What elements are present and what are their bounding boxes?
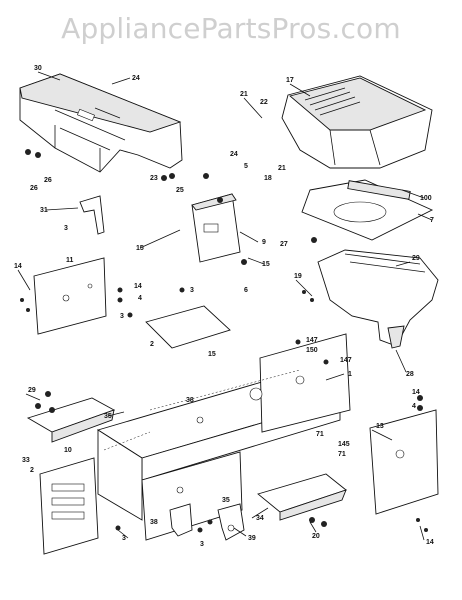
callout-27: 27 <box>280 241 288 248</box>
callout-7: 7 <box>430 217 434 224</box>
callout-21b: 21 <box>278 165 286 172</box>
hood-panel[interactable] <box>19 73 183 173</box>
callout-71: 71 <box>316 431 324 438</box>
callout-15: 15 <box>136 245 144 252</box>
callout-24: 24 <box>132 75 140 82</box>
callout-22: 22 <box>260 99 268 106</box>
callout-9: 9 <box>262 239 266 246</box>
callout-26: 26 <box>44 177 52 184</box>
callout-38b: 38 <box>150 519 158 526</box>
callout-1: 1 <box>348 371 352 378</box>
rear-plate-left[interactable] <box>39 457 99 555</box>
callout-14d: 14 <box>426 539 434 546</box>
callout-147b: 147 <box>340 357 352 364</box>
callout-4b: 4 <box>412 403 416 410</box>
callout-labels: 30 24 17 21 22 100 5 23 25 26 26 24 18 2… <box>14 65 434 548</box>
callout-14: 14 <box>14 263 22 270</box>
callout-71b: 71 <box>338 451 346 458</box>
callout-6: 6 <box>244 287 248 294</box>
callout-21: 21 <box>240 91 248 98</box>
plate-7[interactable] <box>301 179 434 241</box>
grill[interactable] <box>317 249 439 349</box>
callout-31: 31 <box>40 207 48 214</box>
main-frame[interactable] <box>96 333 351 541</box>
callout-4: 4 <box>138 295 142 302</box>
callout-100: 100 <box>420 195 432 202</box>
plate-2[interactable] <box>145 305 231 349</box>
callout-33: 33 <box>22 457 30 464</box>
callout-2b: 2 <box>30 467 34 474</box>
callout-13: 13 <box>376 423 384 430</box>
callout-19: 19 <box>294 273 302 280</box>
footrest-left[interactable] <box>26 397 116 443</box>
callout-39: 39 <box>248 535 256 542</box>
callout-2: 2 <box>150 341 154 348</box>
callout-3c: 3 <box>120 313 124 320</box>
callout-17: 17 <box>286 77 294 84</box>
callout-29: 29 <box>412 255 420 262</box>
callout-14b: 14 <box>134 283 142 290</box>
callout-34: 34 <box>256 515 264 522</box>
callout-145: 145 <box>338 441 350 448</box>
callout-30: 30 <box>34 65 42 72</box>
side-panel-13[interactable] <box>369 409 439 515</box>
callout-11: 11 <box>66 257 74 264</box>
callout-3b: 3 <box>190 287 194 294</box>
callout-5: 5 <box>244 163 248 170</box>
callout-20: 20 <box>312 533 320 540</box>
bracket-38[interactable] <box>169 503 193 537</box>
callout-15c: 15 <box>208 351 216 358</box>
callout-24b: 24 <box>230 151 238 158</box>
bracket-39[interactable] <box>217 503 245 541</box>
leader-lines <box>17 71 433 541</box>
callout-15b: 15 <box>262 261 270 268</box>
footrest-right[interactable] <box>257 473 347 521</box>
callout-10: 10 <box>64 447 72 454</box>
callout-150: 150 <box>306 347 318 354</box>
callout-147: 147 <box>306 337 318 344</box>
callout-18: 18 <box>264 175 272 182</box>
watermark: AppliancePartsPros.com <box>61 12 401 45</box>
callout-25: 25 <box>176 187 184 194</box>
callout-26b: 26 <box>30 185 38 192</box>
callout-3: 3 <box>64 225 68 232</box>
callout-38: 38 <box>186 397 194 404</box>
callout-3d: 3 <box>122 535 126 542</box>
callout-3e: 3 <box>200 541 204 548</box>
callout-23: 23 <box>150 175 158 182</box>
side-panel-11[interactable] <box>33 257 107 335</box>
callout-14c: 14 <box>412 389 420 396</box>
callout-35: 35 <box>104 413 112 420</box>
fasteners <box>20 149 428 533</box>
console-9[interactable] <box>191 193 241 263</box>
callout-28: 28 <box>406 371 414 378</box>
callout-35b: 35 <box>222 497 230 504</box>
dash-panel[interactable] <box>281 75 433 169</box>
callout-29b: 29 <box>28 387 36 394</box>
bracket-31[interactable] <box>79 195 105 235</box>
